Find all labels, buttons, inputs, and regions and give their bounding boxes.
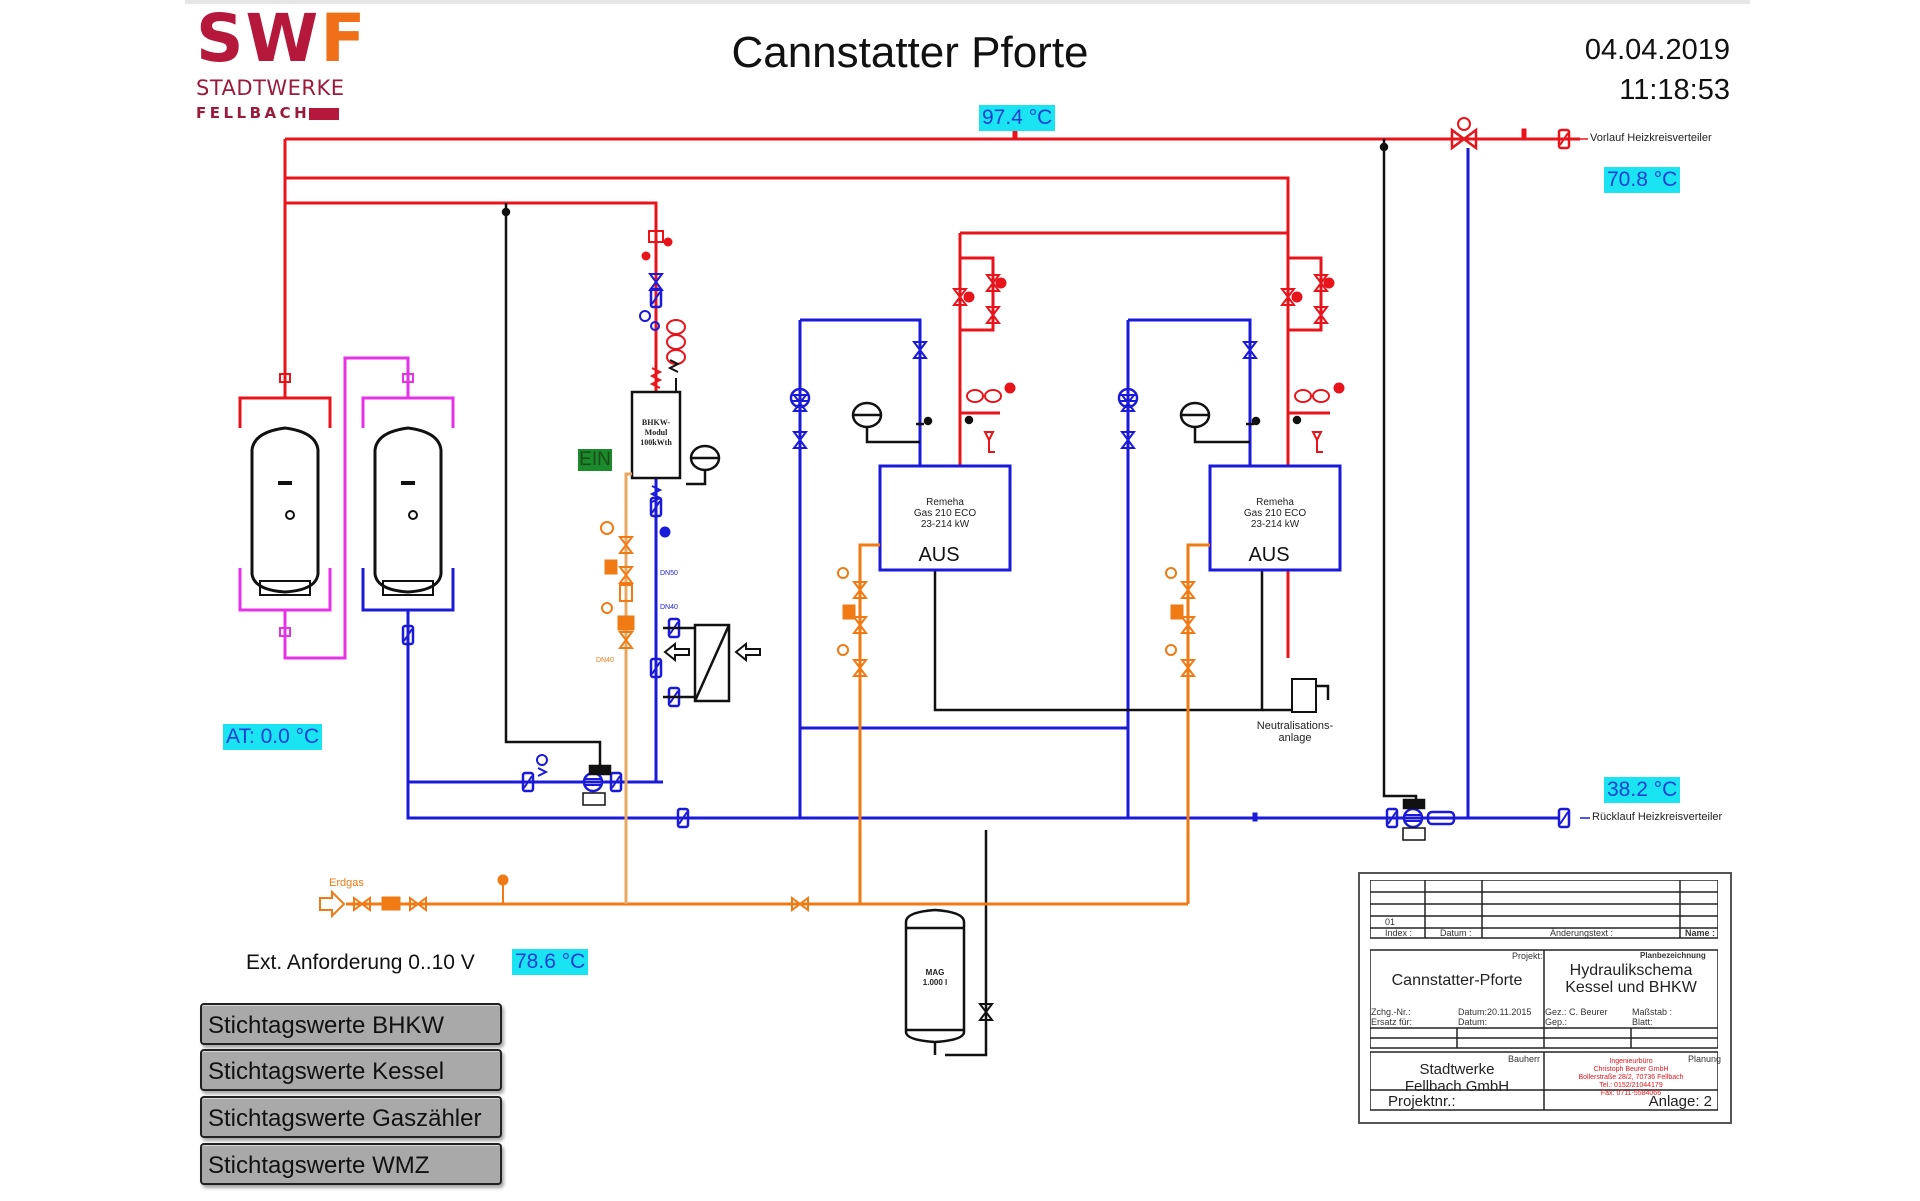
chp-status-badge: EIN: [578, 449, 612, 471]
gas-inlet-arrow-icon: [319, 889, 346, 919]
boiler1-box: [878, 464, 1012, 572]
rev-index-value: 01: [1385, 917, 1396, 927]
storage-lines: [238, 356, 455, 660]
ext-demand-label: Ext. Anforderung 0..10 V: [246, 951, 475, 974]
logo-bar: [309, 108, 339, 120]
meta-date2: Datum:: [1458, 1017, 1488, 1027]
heat-exchanger: [693, 623, 731, 703]
rev-header-date: Datum :: [1440, 928, 1472, 938]
neutralization-label: Neutralisations-anlage: [1256, 720, 1334, 744]
logo-brand: SW: [196, 0, 321, 77]
return-distributor-temp: 38.2 °C: [1604, 777, 1681, 803]
button-stichtag-bhkw[interactable]: Stichtagswerte BHKW: [200, 1003, 502, 1045]
client-label: Bauherr: [1508, 1054, 1541, 1064]
time-display: 11:18:53: [1619, 74, 1730, 106]
dn40-label-gas: DN40: [596, 657, 614, 664]
tank1: [250, 426, 320, 594]
meta-date: Datum:20.11.2015: [1458, 1007, 1532, 1017]
tank2: [373, 426, 443, 594]
boiler2-status: AUS: [1248, 544, 1290, 566]
rev-header-index: Index :: [1385, 928, 1413, 938]
supply-main-temp: 97.4 °C: [979, 105, 1056, 131]
mag-tank: [904, 908, 966, 1044]
planner-address: Ingenieurbüro Christoph Beurer GmbH Boll…: [1578, 1058, 1684, 1097]
sheet-label: Anlage: 2: [1648, 1093, 1712, 1110]
logo-line2: FELLBACH: [196, 104, 311, 122]
logo-brand-accent: F: [320, 0, 368, 77]
meta-drawing-no: Zchg.-Nr.:: [1371, 1007, 1411, 1017]
top-border: [185, 0, 1750, 4]
supply-distributor-label: Vorlauf Heizkreisverteiler: [1590, 132, 1712, 144]
boiler-boxes: [878, 464, 1342, 572]
gas-lines: [346, 543, 1210, 906]
rev-header-name: Name :: [1685, 928, 1716, 938]
page-title: Cannstatter Pforte: [731, 28, 1089, 77]
storage-tanks: [250, 426, 443, 596]
button-stichtag-gaszaehler[interactable]: Stichtagswerte Gaszähler: [200, 1096, 502, 1138]
meta-sheet: Blatt:: [1632, 1017, 1653, 1027]
button-stichtag-wmz[interactable]: Stichtagswerte WMZ: [200, 1143, 502, 1185]
button-stichtag-kessel[interactable]: Stichtagswerte Kessel: [200, 1049, 502, 1091]
pump-label-2: [1402, 827, 1426, 841]
gas-label: Erdgas: [329, 877, 364, 889]
project-number-label: Projektnr.:: [1388, 1093, 1456, 1110]
ext-demand-value: 78.6 °C: [512, 949, 589, 975]
meta-scale: Maßstab :: [1632, 1007, 1673, 1017]
pump-label-1: [582, 792, 606, 806]
rev-header-text: Änderungstext :: [1550, 928, 1614, 938]
return-distributor-label: Rücklauf Heizkreisverteiler: [1592, 811, 1723, 823]
arrow-in-left: [663, 641, 690, 663]
arrow-in-right: [734, 641, 761, 663]
chp-module-box: [630, 390, 682, 480]
boiler1-status: AUS: [918, 544, 960, 566]
meta-drawn-by: Gez.: C. Beurer: [1545, 1007, 1608, 1017]
logo-line1: STADTWERKE: [196, 76, 345, 100]
meta-checked: Gep.:: [1545, 1017, 1568, 1027]
supply-components: [279, 117, 1588, 453]
tank1-top-loop: [238, 396, 332, 428]
supply-chp-line: [285, 201, 658, 392]
drawing-label: Planbezeichnung: [1640, 951, 1706, 960]
title-block-frame: [1358, 872, 1732, 1124]
supply-distributor-temp: 70.8 °C: [1604, 167, 1681, 193]
project-name: Cannstatter-Pforte: [1391, 972, 1523, 989]
boiler2-box: [1208, 464, 1342, 572]
title-block-grid: [1370, 880, 1718, 1111]
date-display: 04.04.2019: [1584, 34, 1730, 66]
dn50-label: DN50: [660, 570, 678, 577]
planner-label: Planung: [1688, 1054, 1722, 1064]
dn40-label-return: DN40: [660, 604, 678, 611]
supply-boiler2-line: [285, 176, 1290, 658]
return-components: [401, 273, 1571, 829]
logo-mark: SWF: [196, 4, 367, 74]
project-label: Projekt:: [1512, 951, 1543, 961]
gas-components: [319, 521, 1195, 919]
control-lines: [501, 139, 1426, 1057]
meta-replaces: Ersatz für:: [1371, 1017, 1413, 1027]
outside-temp: AT: 0.0 °C: [223, 724, 323, 750]
